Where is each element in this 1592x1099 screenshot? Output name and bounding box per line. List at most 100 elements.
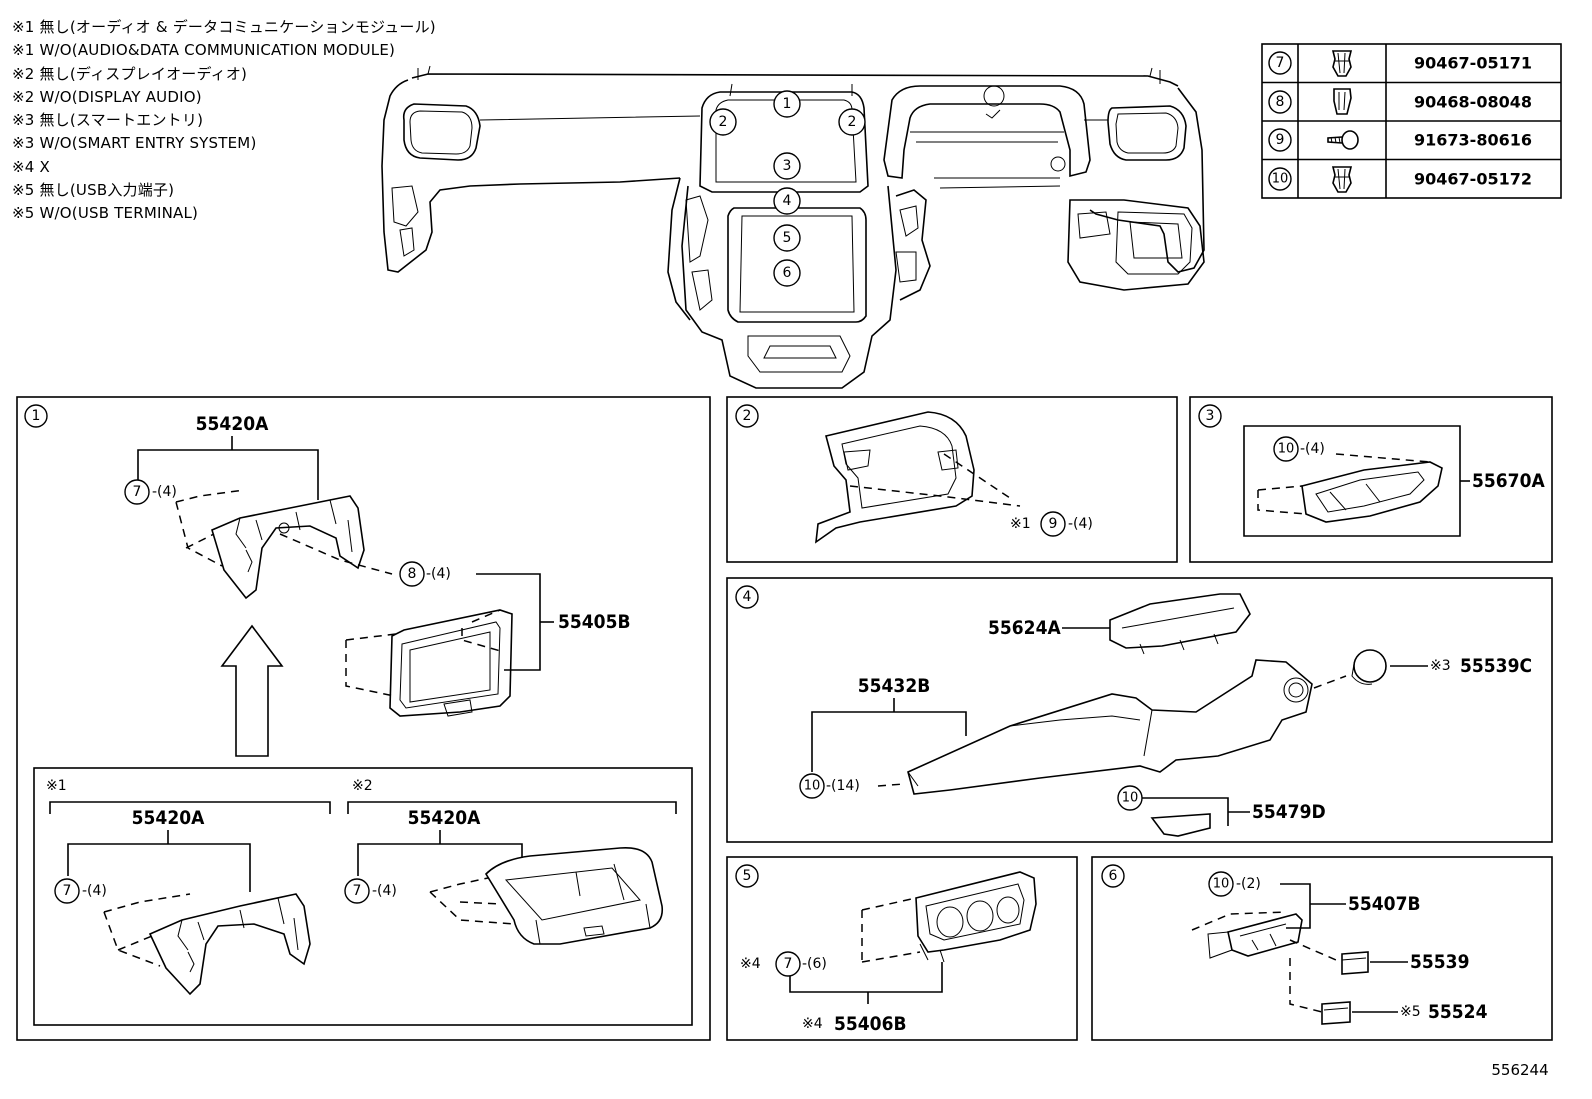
fastener-ref: 7 [133,484,142,500]
switch-panel-part [1207,913,1303,959]
variant-note: ※1 [46,778,67,794]
fastener-ref: 10 [1122,791,1139,806]
panel-3: 3 10 -(4) 55670A [1189,396,1553,563]
clip-icon [1331,50,1353,77]
note-line: ※4 X [12,157,50,176]
note-line: ※5 W/O(USB TERMINAL) [12,204,199,223]
panel-frame [726,577,1553,843]
table-ref: 9 [1276,132,1285,148]
variant-note: ※3 [1430,658,1451,674]
part-number: 55539 [1410,951,1469,973]
panel-5: 5 ※4 7 -(6) ※4 55406B [726,856,1078,1041]
fastener-ref: 7 [784,956,793,972]
clip-icon [1333,88,1352,115]
qty-text: -(4) [372,883,397,899]
note-line: ※3 W/O(SMART ENTRY SYSTEM) [12,134,257,153]
panel-frame [1091,856,1553,1041]
overview-callouts: 1 2 2 3 4 5 6 [709,90,866,287]
panel-6: 6 10 -(2) 55407B 55539 ※5 55524 [1091,856,1553,1041]
fastener-ref: 10 [1213,877,1230,892]
part-number: 55432B [858,675,931,697]
callout-box [1243,425,1461,537]
fastener-ref: 7 [353,883,362,899]
display-hood-part [484,846,664,945]
switch-bezel-part [1301,461,1443,523]
upper-cover-part [211,495,365,600]
upper-cover-part [148,893,311,996]
trim-frame-part [815,411,975,544]
table-ref: 8 [1276,94,1285,110]
switch-part [1341,951,1369,975]
panel-frame [1189,396,1553,563]
variant-note: ※4 [802,1016,823,1032]
panel-frame [16,396,711,1041]
table-part-number: 91673-80616 [1414,131,1532,150]
part-number: 55420A [408,807,481,829]
panel-number: 6 [1109,868,1118,884]
note-line: ※3 無し(スマートエントリ) [12,111,204,130]
panel-number: 1 [32,408,41,424]
callout-2: 2 [848,114,857,130]
part-number: 55539C [1460,655,1532,677]
callout-2: 2 [719,114,728,130]
fastener-ref: 9 [1049,516,1058,532]
variant-frame [33,767,693,1026]
panel-number: 3 [1206,408,1215,424]
table-ref: 10 [1272,172,1289,187]
panel-number: 5 [743,868,752,884]
notes-list: ※1 無し(オーディオ & データコミュニケーションモジュール) ※1 W/O(… [12,16,436,226]
panel-4: 4 55624A 55432B 10 -(14) ※3 55539C 10 55… [726,577,1553,843]
note-line: ※1 W/O(AUDIO&DATA COMMUNICATION MODULE) [12,41,396,60]
figure-id: 556244 [1491,1061,1548,1079]
assembly-arrow [220,624,284,757]
display-bezel-part [389,609,513,717]
table-ref: 7 [1276,55,1285,71]
variant-note: ※4 [740,956,761,972]
part-number: 55420A [196,413,269,435]
qty-text: -(4) [152,484,177,500]
qty-text: -(14) [826,778,860,794]
fastener-ref: 10 [1278,442,1295,457]
qty-text: -(4) [1068,516,1093,532]
qty-text: -(2) [1236,876,1261,892]
qty-text: -(4) [426,566,451,582]
note-line: ※5 無し(USB入力端子) [12,181,175,200]
callout-4: 4 [783,193,792,209]
variant-note: ※5 [1400,1004,1421,1020]
qty-text: -(6) [802,956,827,972]
upper-trim-part [1109,593,1251,655]
dashboard-overview-drawing [381,65,1205,389]
fastener-ref: 7 [63,883,72,899]
usb-port-part [1321,1001,1351,1025]
part-number: 55406B [834,1013,907,1035]
note-line: ※2 無し(ディスプレイオーディオ) [12,64,248,83]
table-part-number: 90467-05171 [1414,54,1532,73]
panel-1: 1 55420A 7 -(4) 8 -(4) 55405B [16,396,711,1041]
fastener-ref: 8 [408,566,417,582]
console-panel-part [907,659,1313,795]
small-trim-part [1150,813,1211,837]
qty-text: -(4) [1300,441,1325,457]
screw-icon [1327,130,1359,150]
callout-1: 1 [783,96,792,112]
qty-text: -(4) [82,883,107,899]
part-number: 55624A [988,617,1061,639]
part-number: 55405B [558,611,631,633]
table-part-number: 90467-05172 [1414,170,1532,189]
panel-number: 2 [743,408,752,424]
panel-frame [726,396,1178,563]
variant-note: ※2 [352,778,373,794]
part-number: 55670A [1472,470,1545,492]
panel-number: 4 [743,589,752,605]
climate-control-panel-part [915,871,1037,963]
fastener-table: 7 8 9 10 90467-05171 90468-08048 91673-8… [1261,43,1562,199]
panel-2: 2 ※1 9 -(4) [726,396,1178,563]
callout-3: 3 [783,158,792,174]
part-number: 55407B [1348,893,1421,915]
table-part-number: 90468-08048 [1414,93,1532,112]
clip-icon [1331,166,1353,193]
panel-frame [726,856,1078,1041]
variant-note: ※1 [1010,516,1031,532]
callout-6: 6 [783,265,792,281]
